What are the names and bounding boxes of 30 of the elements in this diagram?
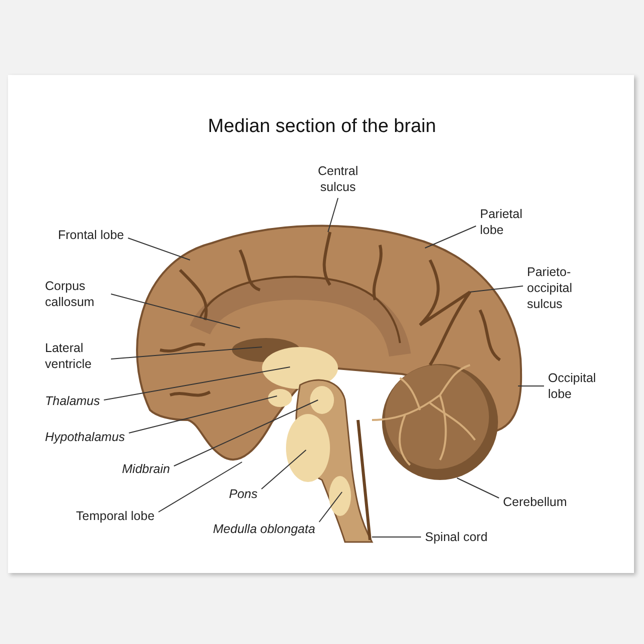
part-label: Occipital lobe [548,370,608,402]
part-label: Temporal lobe [76,508,155,524]
part-label: Thalamus [45,393,100,409]
part-label: Spinal cord [425,529,488,545]
leader-line [128,238,190,260]
part-label: Midbrain [122,461,170,477]
part-label: Parieto-occipital sulcus [527,264,597,312]
leader-line [261,450,306,490]
part-label: Medulla oblongata [213,521,316,537]
leader-line [173,400,318,466]
leader-line [128,396,278,434]
part-label: Corpus callosum [45,278,107,310]
leader-line [158,462,242,512]
part-label: Frontal lobe [58,227,124,243]
leader-line [470,286,524,292]
part-label: Central sulcus [300,163,376,195]
part-label: Cerebellum [503,494,567,510]
leader-line [110,294,240,328]
leader-line [318,492,342,522]
part-label: Lateral ventricle [45,340,107,372]
leader-line [328,198,338,232]
part-label: Pons [229,486,258,502]
leader-line [456,478,500,498]
part-label: Hypothalamus [45,429,125,445]
leader-line [103,366,290,400]
leader-line [424,226,476,248]
diagram-title: Median section of the brain [206,116,438,138]
part-label: Parietal lobe [480,206,540,238]
leader-line [110,346,262,360]
leader-line [372,536,422,538]
